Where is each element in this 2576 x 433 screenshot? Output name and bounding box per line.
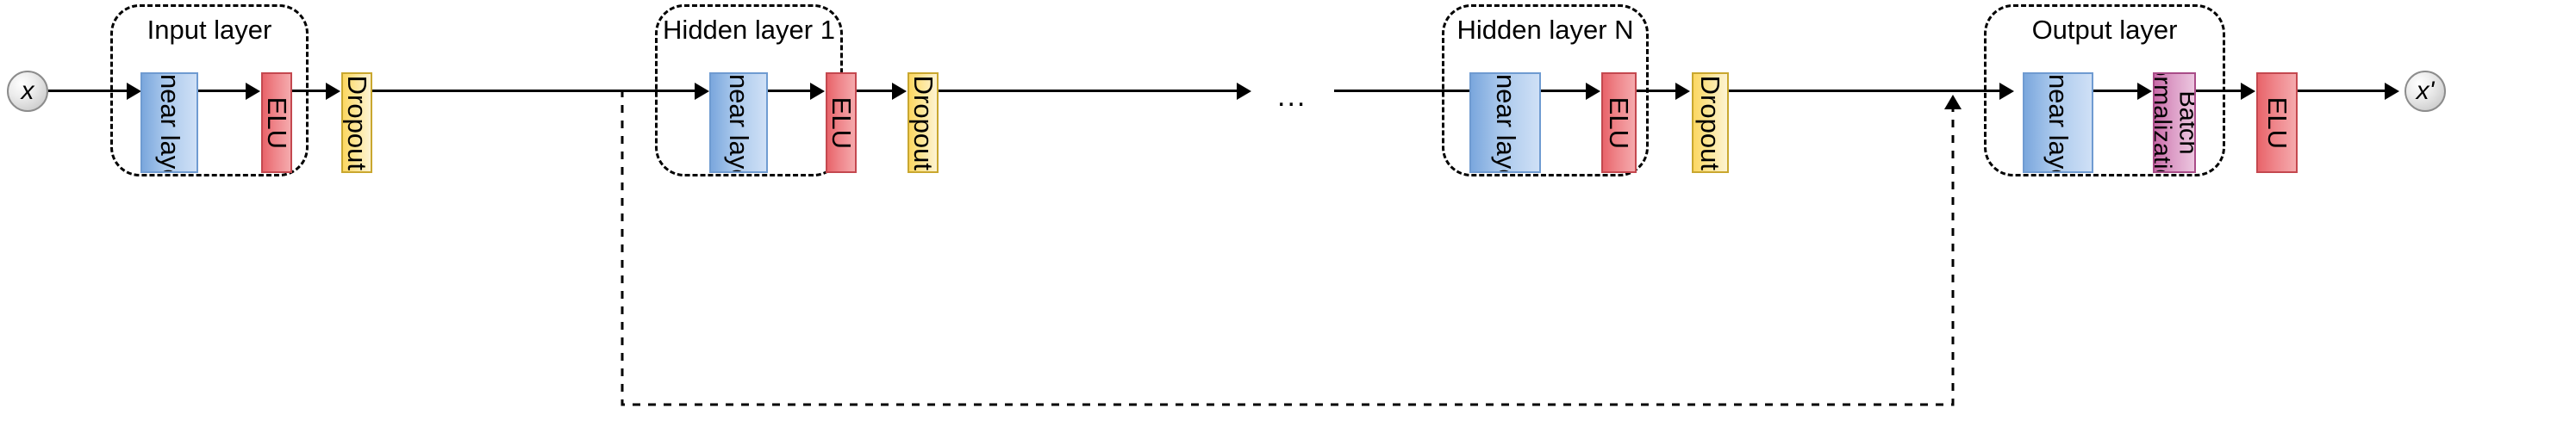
wire-ellipsis-to-hiddenN [1334,90,1485,92]
wire-hiddenN-elu-to-dropout [1637,90,1678,92]
hidden1-elu-block: ELU [826,72,857,173]
arrowhead-hidden1-elu-to-dropout [892,83,907,100]
output-linear-block: Linear layer [2023,72,2093,173]
input-layer-elu-block: ELU [261,72,292,173]
hidden1-dropout-block: Dropout [908,72,939,173]
ellipsis-more-layers: ... [1277,80,1307,113]
wire-hidden1-elu-to-dropout [857,90,895,92]
wire-input-elu-to-dropout [292,90,328,92]
hiddenN-linear-label: Linear layer [1490,72,1521,173]
hidden1-elu-label: ELU [826,96,857,149]
input-layer-linear-label: Linear layer [154,72,185,173]
arrowhead-input-linear-to-elu [246,83,260,100]
wire-hidden1-linear-to-elu [768,90,813,92]
wire-output-to-xprime [2298,90,2388,92]
hiddenN-dropout-label: Dropout [1695,75,1726,170]
output-linear-label: Linear layer [2043,72,2074,173]
wire-output-batchnorm-to-elu [2196,90,2242,92]
hiddenN-elu-block-real: ELU [1601,72,1637,173]
output-node-xprime: x' [2404,71,2446,112]
arrowhead-hiddenN-to-output [1999,83,2014,100]
output-node-label: x' [2416,77,2435,105]
input-node-x: x [7,71,48,112]
wire-hidden1-to-ellipsis [939,90,1240,92]
arrowhead-hiddenN-linear-to-elu [1586,83,1600,100]
arrowhead-output-to-xprime [2385,83,2399,100]
group-hidden-layer-1-title: Hidden layer 1 [663,15,835,45]
arrowhead-input-elu-to-dropout [326,83,340,100]
arrowhead-x-to-input-linear [127,83,141,100]
arrowhead-output-batchnorm-to-elu [2241,83,2255,100]
hiddenN-elu-label: ELU [1604,96,1635,149]
arrowhead-hidden1-linear-to-elu [810,83,825,100]
group-output-layer-title: Output layer [2031,15,2178,45]
hidden1-dropout-label: Dropout [908,75,939,170]
arrowhead-input-to-hidden1 [695,83,709,100]
input-node-label: x [21,77,34,105]
wire-input-to-hidden1 [372,90,698,92]
input-layer-dropout-block: Dropout [341,72,372,173]
wire-hiddenN-linear-to-elu [1541,90,1588,92]
arrowhead-output-linear-to-batchnorm [2137,83,2152,100]
arrowhead-feedback-join [1944,95,1962,109]
wire-x-to-input-linear [48,90,134,92]
hidden1-linear-block: Linear layer [709,72,768,173]
wire-output-linear-to-batchnorm [2093,90,2140,92]
output-batchnorm-block: Batch normalization [2153,72,2196,173]
group-hidden-layer-1: Hidden layer 1 [655,4,843,176]
output-batchnorm-label: Batch normalization [2153,74,2196,171]
wire-hiddenN-to-output [1729,90,2003,92]
output-elu-block: ELU [2256,72,2298,173]
group-input-layer-title: Input layer [147,15,272,45]
hiddenN-dropout-block: Dropout [1692,72,1729,173]
input-layer-linear-block: Linear layer [140,72,198,173]
hiddenN-linear-block: Linear layer [1469,72,1541,173]
arrowhead-hiddenN-elu-to-dropout [1675,83,1690,100]
group-hidden-layer-n-title: Hidden layer N [1456,15,1634,45]
input-layer-dropout-label: Dropout [341,75,372,170]
output-elu-label: ELU [2261,96,2292,149]
arrowhead-hidden1-to-ellipsis [1237,83,1251,100]
hidden1-linear-label: Linear layer [723,72,754,173]
wire-input-linear-to-elu [198,90,248,92]
input-layer-elu-label: ELU [261,96,292,149]
